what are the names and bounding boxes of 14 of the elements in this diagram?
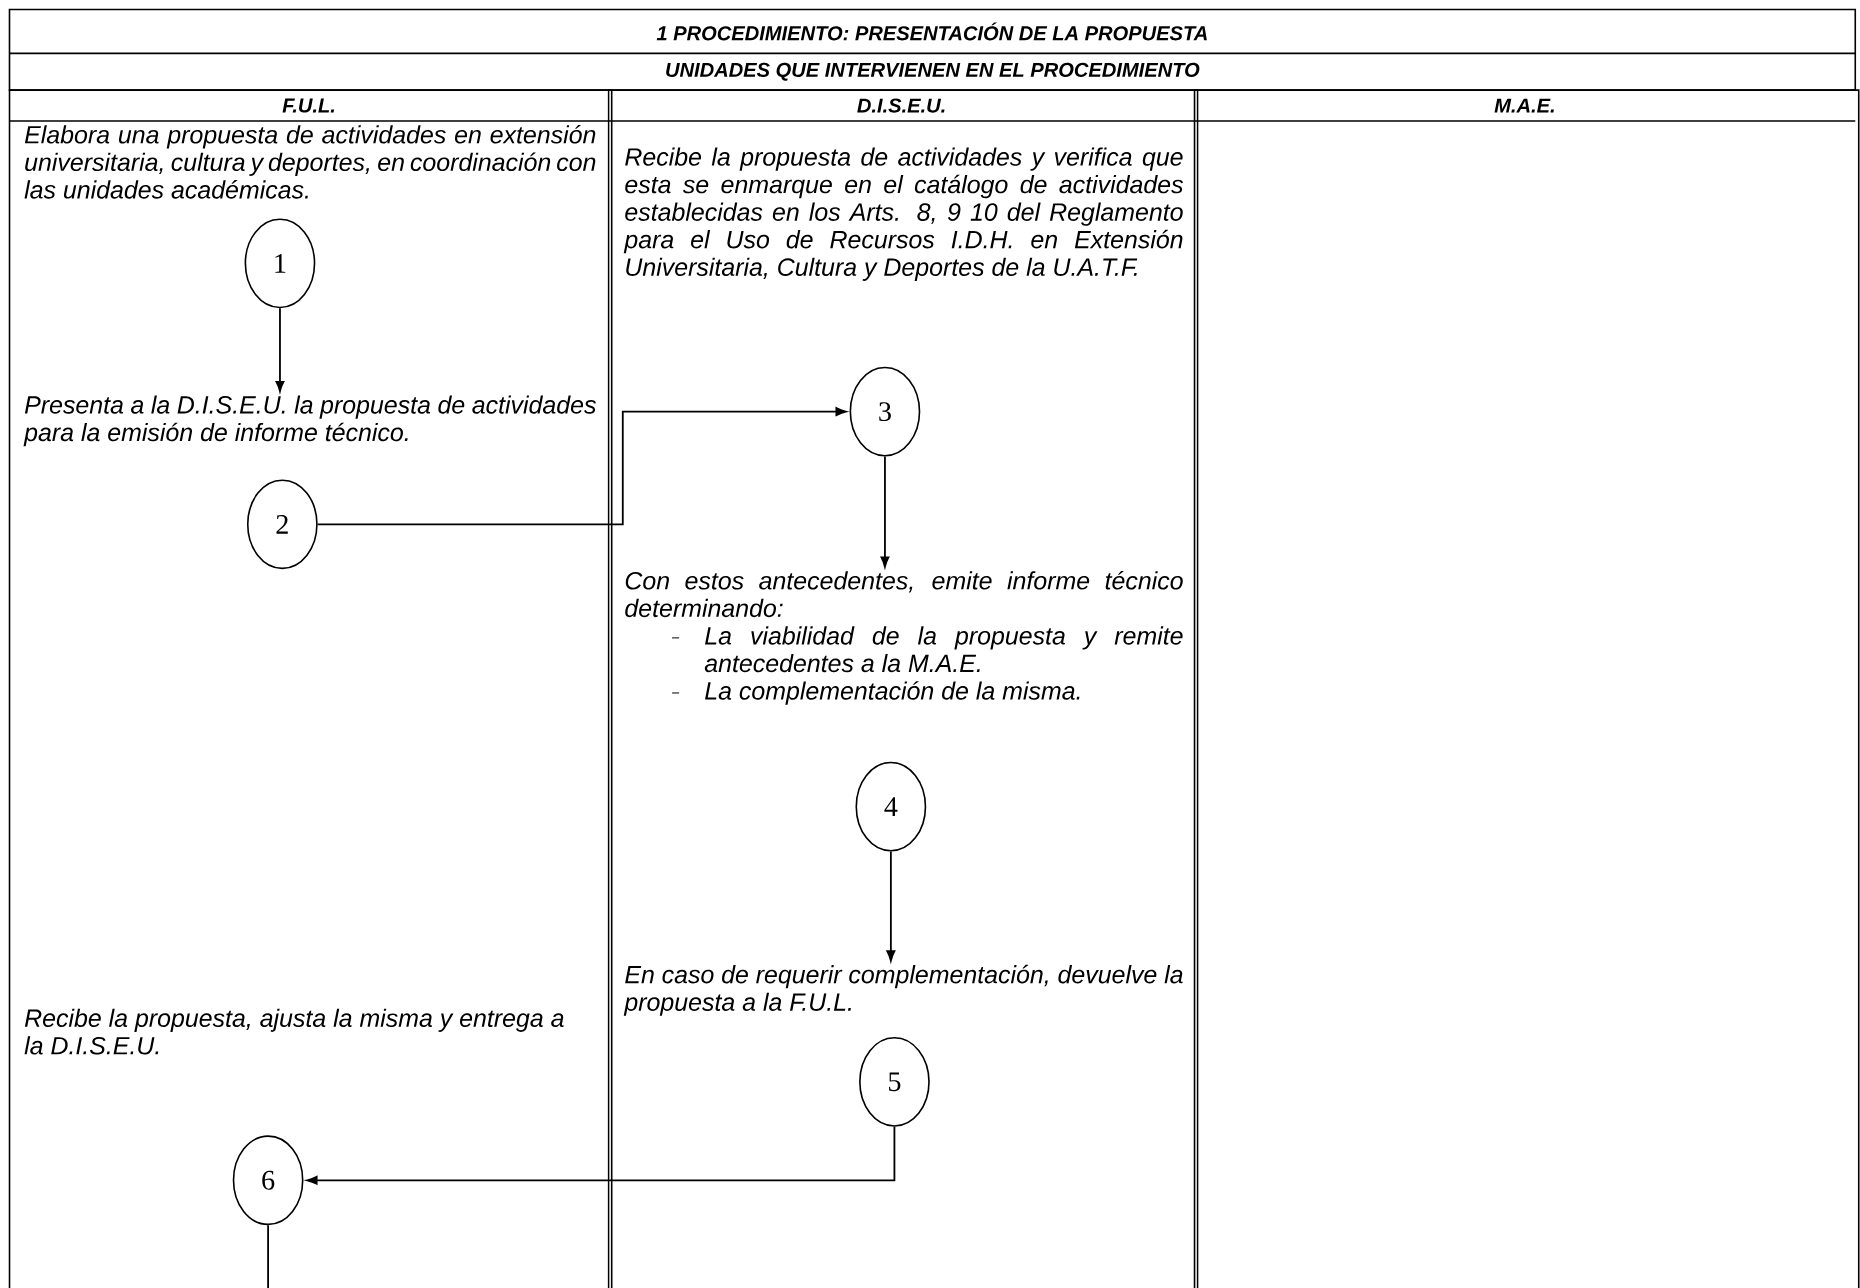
arrow	[275, 307, 285, 392]
step-text: Recibe la propuesta, ajusta la misma y entrega a la D.I.S.E.U.	[24, 1008, 564, 1055]
lane-column: M.A.E.	[1193, 89, 1860, 1288]
arrow	[886, 850, 896, 962]
step-text: Presenta a la D.I.S.E.U. la propuesta de actividades para la emisión de informe técnico.	[23, 395, 596, 447]
arrow	[316, 407, 847, 526]
arrow	[880, 455, 890, 568]
step-text: Recibe la propuesta de actividades y verifica que esta se enmarque en el catálogo de actividades establecidas en los Arts. 8, 9 10 del Reglamento para el Uso de Recursos I.D.H. en Extensión Universitaria, Cultura y Deportes de la U.A.T.F.	[623, 147, 1183, 281]
step-text: En caso de requerir complementación, devuelve la propuesta a la F.U.L.	[623, 964, 1183, 1016]
header-label: UNIDADES QUE INTERVIENEN EN EL PROCEDIMIENTO	[666, 62, 1200, 81]
arrow	[306, 1125, 896, 1185]
title: 1 PROCEDIMIENTO: PRESENTACIÓN DE LA PROPUESTA	[656, 22, 1207, 41]
step-text: Con estos antecedentes, emite informe técnico determinando: La viabilidad de la propuesta y remite antecedentes a la M.A.E. La complementación de la misma.	[625, 570, 1183, 705]
step-text: Elabora una propuesta de actividades en extensión universitaria, cultura y deportes, en coordinación con las unidades académicas.	[24, 124, 596, 199]
